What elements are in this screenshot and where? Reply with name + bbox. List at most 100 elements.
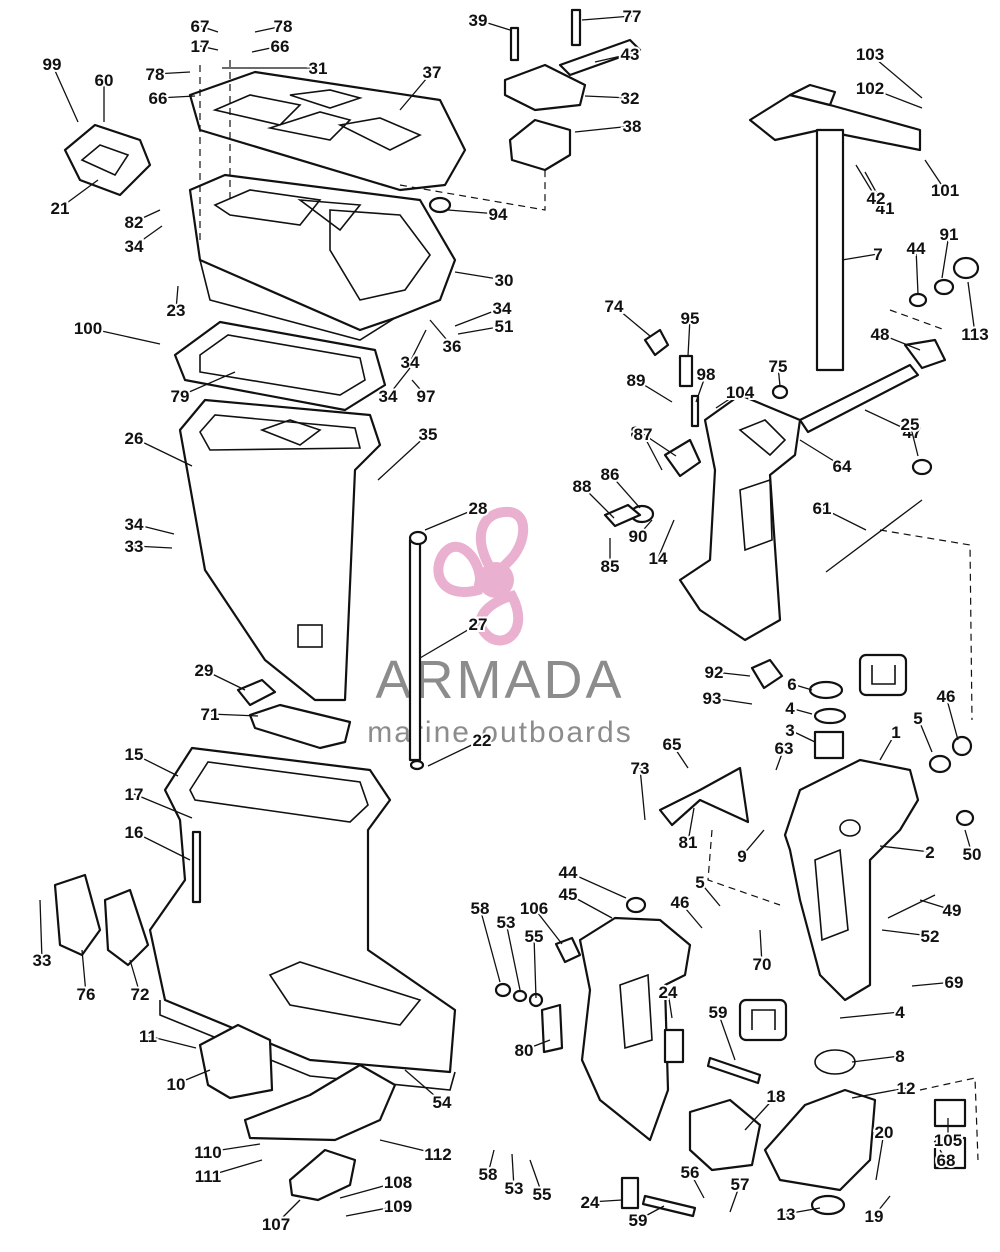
callout-leader	[533, 935, 537, 999]
part-callout: 85	[601, 557, 620, 576]
part-callout: 56	[681, 1163, 700, 1182]
nut-44b	[625, 896, 647, 914]
part-callout: 76	[77, 985, 96, 1004]
gasket-71	[248, 703, 352, 750]
part-callout: 28	[469, 499, 488, 518]
callout-leader	[199, 45, 219, 51]
cap-50	[955, 809, 975, 827]
callout-leader	[687, 807, 695, 843]
part-callout: 78	[146, 65, 165, 84]
washer-58	[494, 982, 512, 998]
part-callout: 93	[703, 689, 722, 708]
callout-leader	[775, 747, 785, 771]
part-callout: 80	[515, 1041, 534, 1060]
exhaust-cover-plate	[188, 70, 467, 192]
seal-29	[236, 678, 277, 707]
part-callout: 50	[963, 845, 982, 864]
part-callout: 112	[424, 1145, 451, 1164]
callout-leader	[133, 209, 161, 223]
callout-leader	[209, 713, 259, 717]
part-callout: 78	[274, 17, 293, 36]
part-callout: 31	[309, 59, 328, 78]
part-callout: 88	[573, 477, 592, 496]
callout-leader	[917, 717, 933, 753]
part-callout: 21	[51, 199, 70, 218]
part-callout: 43	[621, 45, 640, 64]
callout-leader	[729, 1183, 741, 1213]
callout-leader	[567, 893, 613, 919]
callout-leader	[447, 209, 499, 215]
swivel-bracket-1	[783, 758, 920, 1002]
part-callout: 87	[634, 425, 653, 444]
part-callout: 103	[856, 45, 884, 64]
part-callout: 13	[777, 1205, 796, 1224]
callout-leader	[635, 379, 673, 403]
part-callout: 59	[629, 1211, 648, 1230]
cushion-68	[933, 1136, 967, 1170]
callout-leader	[511, 1153, 515, 1189]
adapter-housing	[188, 173, 457, 341]
part-callout: 67	[191, 17, 210, 36]
sleeve-95	[678, 354, 694, 388]
callout-leader	[941, 233, 950, 279]
callout-leader	[429, 319, 453, 347]
part-callout: 65	[663, 735, 682, 754]
part-callout: 75	[769, 357, 788, 376]
part-callout: 11	[139, 1027, 157, 1046]
part-callout: 46	[671, 893, 690, 912]
alignment-line	[707, 829, 781, 906]
nut-91	[933, 278, 955, 296]
part-callout: 15	[125, 745, 144, 764]
part-callout: 12	[897, 1079, 916, 1098]
exhaust-housing	[178, 398, 382, 702]
part-callout: 5	[695, 873, 704, 892]
callout-leader	[154, 71, 191, 75]
part-callout: 109	[384, 1197, 412, 1216]
washer-6	[808, 680, 844, 700]
callout-leader	[799, 439, 843, 467]
callout-leader	[207, 1143, 261, 1153]
part-callout: 55	[525, 927, 544, 946]
callout-leader	[909, 423, 919, 457]
callout-leader	[741, 829, 765, 857]
tilt-tube-47	[798, 363, 920, 434]
callout-leader	[855, 164, 877, 199]
part-callout: 29	[195, 661, 214, 680]
part-callout: 58	[479, 1165, 498, 1184]
part-callout: 52	[921, 927, 940, 946]
callout-leader	[785, 1207, 821, 1215]
alignment-line	[199, 60, 231, 240]
callout-leader	[637, 1205, 665, 1221]
part-callout: 26	[125, 429, 144, 448]
callout-leader	[457, 325, 505, 335]
stud-16	[191, 830, 202, 904]
callout-leader	[711, 697, 753, 705]
callout-leader	[387, 367, 411, 397]
part-callout: 79	[171, 387, 190, 406]
callout-leader	[594, 53, 631, 63]
part-callout: 82	[125, 213, 144, 232]
part-callout: 64	[833, 457, 852, 476]
bushing-5	[928, 754, 952, 774]
block-92	[750, 658, 784, 690]
callout-leader	[699, 881, 721, 907]
callout-leader	[133, 831, 191, 861]
part-callout: 10	[167, 1075, 186, 1094]
part-callout: 48	[871, 325, 890, 344]
part-callout: 35	[419, 425, 438, 444]
callout-leader	[175, 1069, 211, 1085]
part-callout: 110	[194, 1143, 221, 1162]
callout-leader	[642, 433, 663, 471]
callout-leader	[744, 1095, 777, 1131]
bracket-43	[558, 38, 642, 77]
callout-leader	[689, 1171, 705, 1199]
callout-leader	[679, 901, 703, 929]
callout-leader	[175, 285, 179, 311]
ring-4	[813, 707, 847, 725]
callout-leader	[377, 433, 429, 481]
part-callout: 100	[74, 319, 102, 338]
callout-leader	[581, 15, 633, 21]
callout-leader	[424, 507, 479, 531]
